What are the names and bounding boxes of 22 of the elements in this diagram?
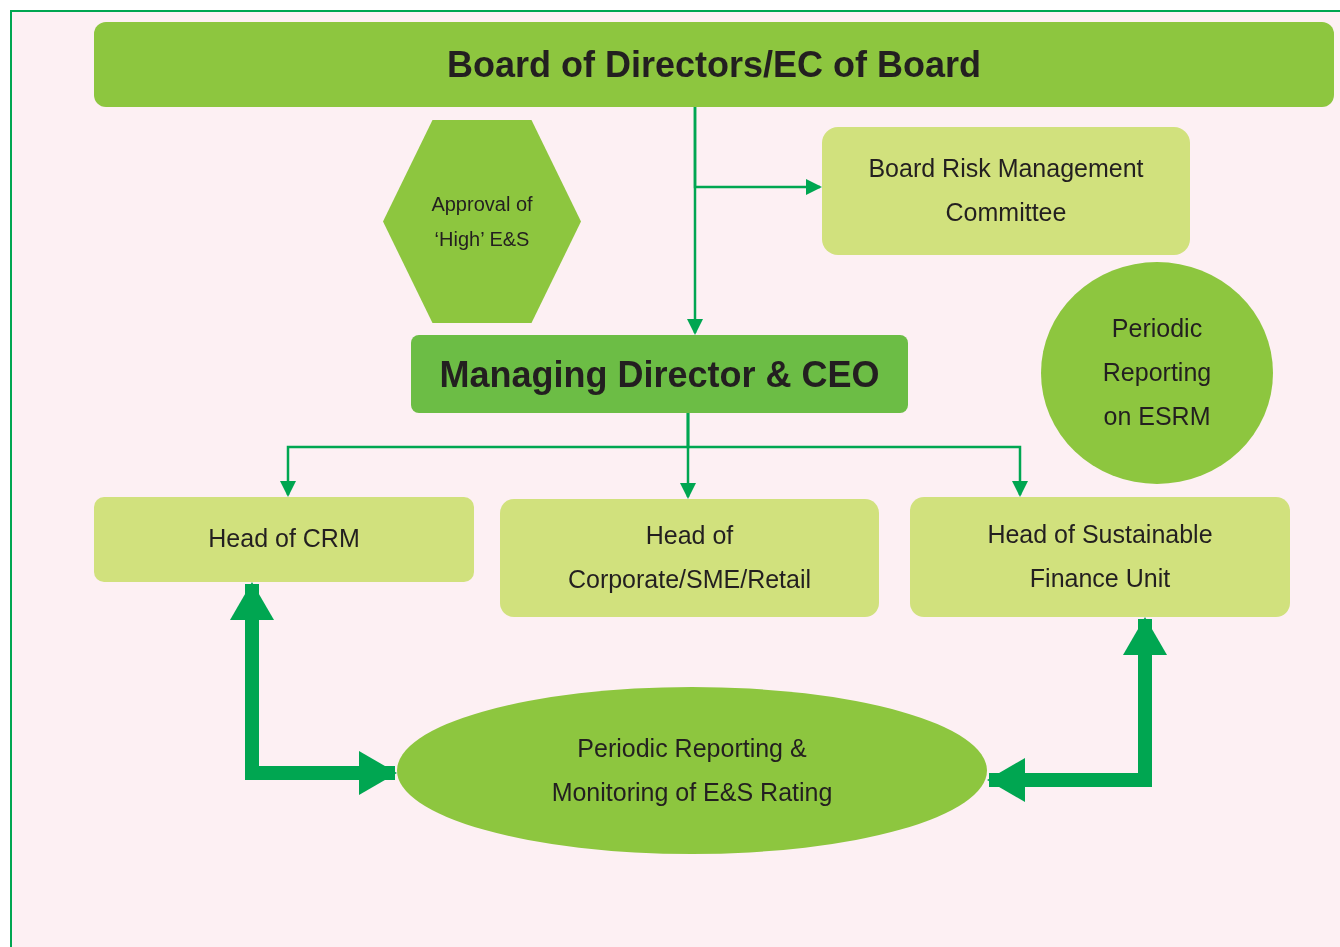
node-label: Head of CRM	[208, 523, 360, 554]
node-label: Head of Sustainable Finance Unit	[986, 519, 1214, 594]
process-box	[910, 497, 1290, 617]
hexagon-shape	[383, 120, 581, 323]
double-arrow	[987, 617, 1167, 802]
node-label: Periodic Reporting on ESRM	[1101, 313, 1213, 432]
process-box	[411, 335, 908, 413]
process-box	[822, 127, 1190, 255]
node-label: Board of Directors/EC of Board	[446, 43, 982, 87]
ellipse-shape	[1041, 262, 1273, 484]
arrow	[686, 413, 1028, 497]
process-box	[500, 499, 879, 617]
node-label: Approval of ‘High’ E&S	[431, 191, 533, 252]
process-box	[94, 22, 1334, 107]
node-label: Head of Corporate/SME/Retail	[566, 520, 813, 595]
node-label: Board Risk Management Committee	[867, 153, 1145, 228]
double-arrow	[230, 582, 397, 795]
node-label: Periodic Reporting & Monitoring of E&S Rating	[550, 732, 834, 808]
arrow	[693, 107, 822, 195]
ellipse-shape	[397, 687, 987, 854]
node-label: Managing Director & CEO	[439, 352, 880, 397]
process-box	[94, 497, 474, 582]
